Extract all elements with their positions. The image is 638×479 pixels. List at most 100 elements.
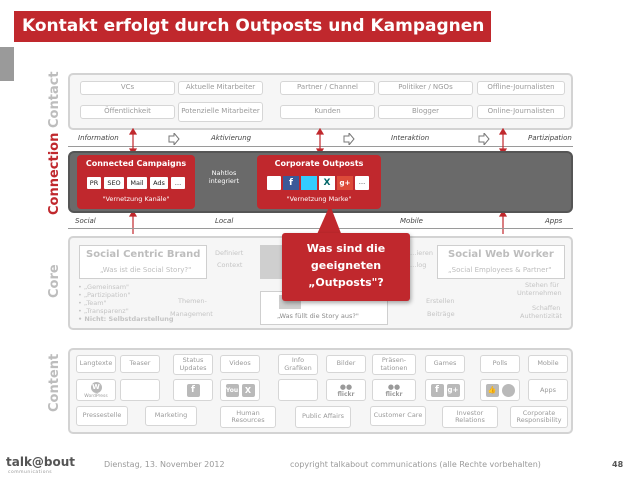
flickr-box: ●● flickr	[372, 379, 416, 401]
xing-icon: X	[319, 176, 335, 190]
twitter-icon	[301, 176, 317, 190]
corporate-outposts-box: Corporate Outposts f X g+ … "Vernetzung …	[257, 155, 381, 209]
contact-item: Politiker / NGOs	[378, 81, 473, 95]
content-item: Langtexte	[76, 355, 116, 373]
chip-seo: SEO	[104, 177, 124, 189]
core-center-sub: „Was füllt die Story aus?"	[277, 312, 359, 320]
connected-campaigns-box: Connected Campaigns PR SEO Mail Ads … "V…	[77, 155, 195, 209]
facebook-icon: f	[283, 176, 299, 190]
footer-date: Dienstag, 13. November 2012	[104, 460, 225, 469]
content-item: Präsen-tationen	[372, 354, 416, 375]
content-dept: Pressestelle	[76, 406, 128, 426]
flow-label-social: Social	[75, 217, 96, 225]
apps-box: Apps	[528, 379, 568, 401]
core-management: Management	[170, 310, 213, 318]
outposts-sub: "Vernetzung Marke"	[286, 195, 352, 203]
core-beitraege: Beiträge	[427, 310, 455, 318]
content-item: Teaser	[120, 355, 160, 373]
wordpress-icon: W	[90, 381, 102, 393]
contact-item: Partner / Channel	[280, 81, 375, 95]
flow-label-aktivierung: Aktivierung	[208, 134, 255, 142]
core-bullet: • „Team"	[78, 299, 107, 307]
campaigns-sub: "Vernetzung Kanäle"	[102, 195, 170, 203]
chip-more: …	[171, 177, 185, 189]
social-centric-brand-box: Social Centric Brand „Was ist die Social…	[79, 245, 207, 279]
core-left-title: Social Centric Brand	[86, 249, 201, 260]
contact-item: Blogger	[378, 105, 473, 119]
arrow-right-icon	[168, 133, 180, 145]
content-item: Info Grafiken	[278, 354, 318, 375]
decorative-square	[0, 47, 14, 81]
content-icon-box	[120, 379, 160, 401]
core-bullet: • „Partizipation"	[78, 291, 131, 299]
core-right-sub: „Social Employees & Partner"	[448, 266, 552, 274]
facebook-icon: f	[186, 383, 200, 397]
flickr-dots: ●●	[339, 382, 353, 391]
content-item: Status Updates	[173, 354, 213, 375]
core-bullet: • „Gemeinsam"	[78, 283, 130, 291]
contact-item: Öffentlichkeit	[80, 105, 175, 119]
xing-icon: X	[241, 383, 255, 397]
company-logo-sub: communications	[8, 470, 53, 475]
core-erfolg: …log	[410, 261, 427, 269]
core-gebieren: …ieren	[410, 249, 433, 257]
flickr-icon: flickr	[337, 390, 355, 398]
core-unternehmen: Unternehmen	[517, 289, 562, 297]
core-erstellen: Erstellen	[426, 297, 455, 305]
ellipsis-icon: …	[355, 176, 369, 190]
content-panel: Langtexte Teaser Status Updates Videos I…	[68, 348, 573, 434]
google-plus-icon: g+	[446, 383, 460, 397]
content-dept: Marketing	[145, 406, 197, 426]
wordpress-label: WordPress	[84, 393, 108, 399]
contact-item: Aktuelle Mitarbeiter	[178, 81, 263, 95]
callout-question: Was sind die geeigneten „Outposts"?	[282, 233, 410, 301]
core-bullet: • Nicht: Selbstdarstellung	[78, 315, 174, 323]
facebook-icon: f	[430, 383, 444, 397]
core-center-stub	[260, 245, 286, 279]
callout-pointer	[314, 205, 344, 241]
flow-label-local: Local	[215, 217, 234, 225]
outposts-icons: f X g+ …	[267, 176, 371, 191]
content-dept: Public Affairs	[295, 406, 351, 428]
core-authentizitaet: Authentizität	[520, 312, 563, 320]
page-title: Kontakt erfolgt durch Outposts und Kampa…	[14, 11, 491, 42]
flow-label-interaktion: Interaktion	[388, 134, 433, 142]
core-right-title: Social Web Worker	[448, 249, 554, 260]
core-themen: Themen-	[178, 297, 207, 305]
arrow-right-icon	[478, 133, 490, 145]
core-left-sub: „Was ist die Social Story?"	[100, 266, 192, 274]
contact-item: Offline-Journalisten	[477, 81, 565, 95]
flickr-dots: ●●	[387, 382, 401, 391]
campaigns-title: Connected Campaigns	[85, 159, 187, 168]
flickr-box: ●● flickr	[326, 379, 366, 401]
generic-icon	[267, 176, 281, 190]
contact-item: Kunden	[280, 105, 375, 119]
company-logo: talk@bout	[6, 455, 76, 469]
chip-pr: PR	[87, 177, 101, 189]
content-dept: Investor Relations	[442, 406, 498, 428]
page-number: 48	[612, 460, 624, 469]
content-dept: Human Resources	[220, 406, 276, 428]
callout-line: geeigneten	[310, 259, 382, 273]
content-item: Bilder	[326, 355, 366, 373]
outposts-title: Corporate Outposts	[274, 159, 364, 168]
flow-label-information: Information	[75, 134, 122, 142]
flow-label-apps: Apps	[545, 217, 563, 225]
chip-ads: Ads	[150, 177, 168, 189]
wordpress-box: W WordPress	[76, 379, 116, 401]
contact-item: Online-Journalisten	[477, 105, 565, 119]
core-definiert: Definiert	[215, 249, 244, 257]
content-icon-box: You X	[220, 379, 260, 401]
contact-item: Potenzielle Mitarbeiter	[178, 102, 263, 122]
core-bullet: • „Transparenz"	[78, 307, 129, 315]
content-dept: Customer Care	[370, 406, 426, 426]
content-item: Games	[425, 355, 465, 373]
content-dept: Corporate Responsibility	[510, 406, 568, 428]
content-icon-box	[278, 379, 318, 401]
social-web-worker-box: Social Web Worker „Social Employees & Pa…	[437, 245, 565, 279]
core-context: Context	[217, 261, 243, 269]
content-icon-box: 👍	[480, 379, 520, 401]
pie-chart-icon	[501, 383, 515, 397]
content-icon-box: f g+	[425, 379, 465, 401]
thumbs-up-icon: 👍	[485, 383, 499, 397]
